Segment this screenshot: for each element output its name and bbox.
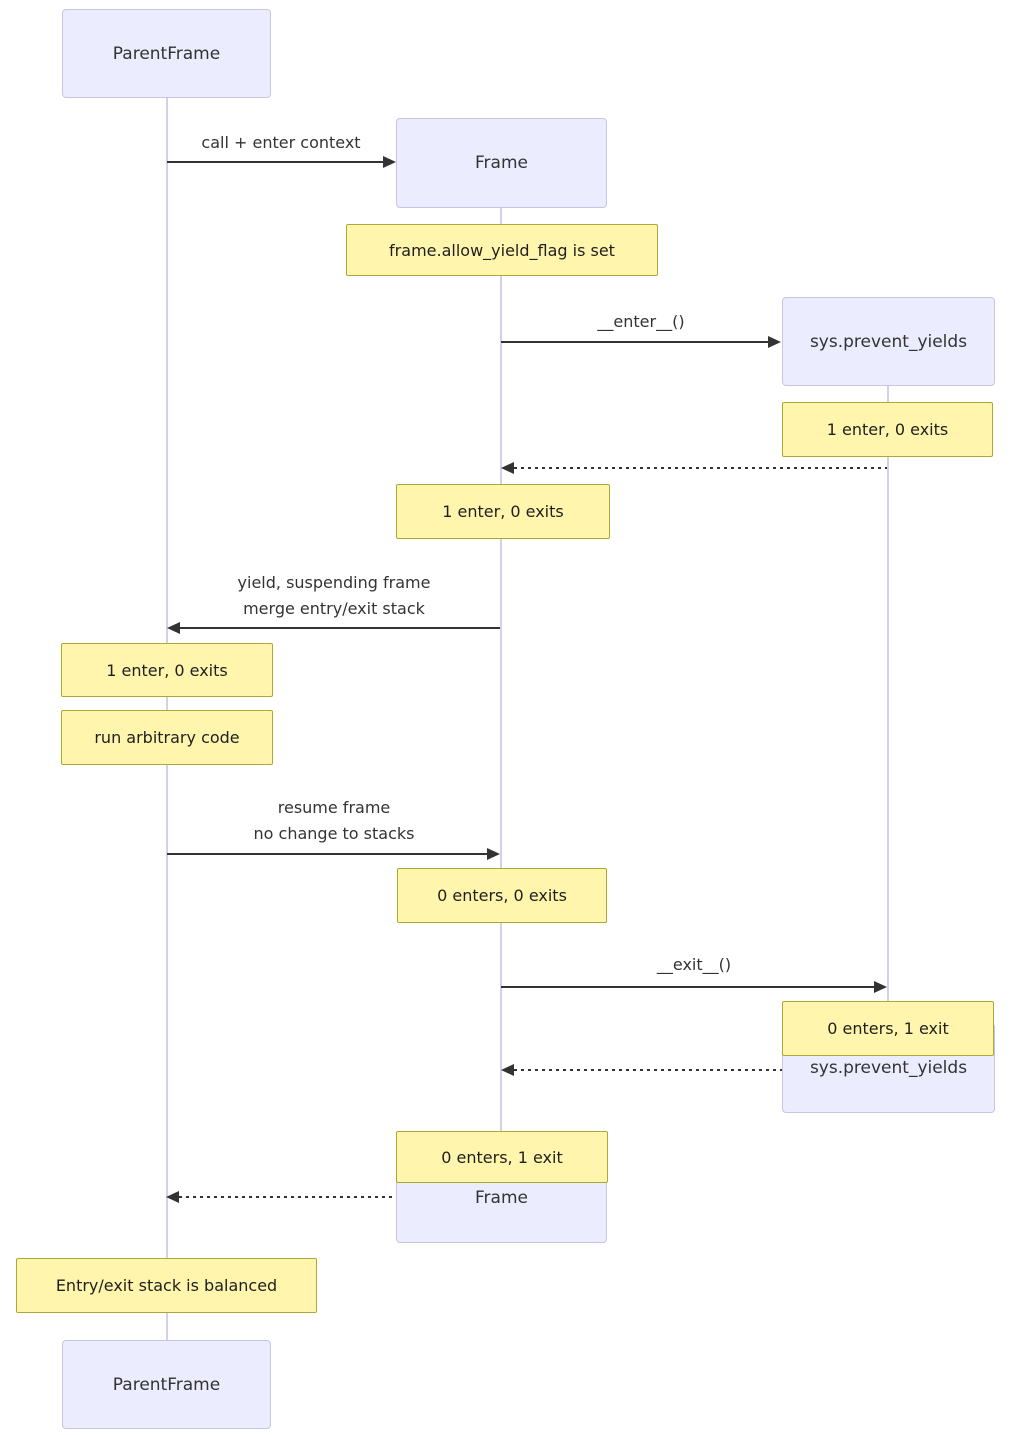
message-5-label-line1: resume frame xyxy=(277,798,391,817)
note-frame-0-enters-0-exits-text: 0 enters, 0 exits xyxy=(437,886,567,905)
message-4-label: yield, suspending frame merge entry/exit… xyxy=(238,570,431,622)
note-frame-0-enters-1-exit-text: 0 enters, 1 exit xyxy=(441,1147,563,1167)
participant-parentframe-bottom: ParentFrame xyxy=(62,1340,271,1429)
note-run-arbitrary-code: run arbitrary code xyxy=(61,710,273,765)
message-6-label: __exit__() xyxy=(656,955,732,974)
note-frame-1-enter-0-exits-text: 1 enter, 0 exits xyxy=(442,502,564,521)
participant-parentframe-bottom-label: ParentFrame xyxy=(112,1374,221,1395)
participant-sys-prevent-yields-top-label: sys.prevent_yields xyxy=(809,331,968,352)
message-3-line xyxy=(514,467,887,469)
lifeline-sys-prevent-yields xyxy=(887,386,889,1023)
message-1-arrowhead-icon xyxy=(383,156,396,168)
message-1-label: call + enter context xyxy=(201,133,361,152)
participant-parentframe-top-label: ParentFrame xyxy=(112,43,221,64)
participant-sys-prevent-yields-top: sys.prevent_yields xyxy=(782,297,995,386)
message-3-arrowhead-icon xyxy=(501,462,514,474)
note-frame-1-enter-0-exits: 1 enter, 0 exits xyxy=(396,484,610,539)
note-allow-yield-flag-text: frame.allow_yield_flag is set xyxy=(389,240,615,260)
participant-sys-prevent-yields-bottom-label: sys.prevent_yields xyxy=(809,1058,968,1078)
note-stack-balanced-text: Entry/exit stack is balanced xyxy=(55,1276,278,1295)
note-sys-0-enters-1-exit: 0 enters, 1 exit xyxy=(782,1001,994,1056)
message-8-arrowhead-icon xyxy=(166,1191,179,1203)
message-5-arrowhead-icon xyxy=(487,848,500,860)
lifeline-frame xyxy=(500,208,502,1153)
message-7-arrowhead-icon xyxy=(501,1064,514,1076)
message-4-label-line1: yield, suspending frame xyxy=(237,573,431,592)
participant-parentframe-top: ParentFrame xyxy=(62,9,271,98)
participant-frame-bottom-label: Frame xyxy=(475,1188,528,1208)
participant-frame-top-label: Frame xyxy=(475,153,528,173)
message-2-label: __enter__() xyxy=(597,312,685,331)
message-5-label: resume frame no change to stacks xyxy=(254,795,415,847)
message-4-label-line2: merge entry/exit stack xyxy=(243,599,425,618)
note-allow-yield-flag: frame.allow_yield_flag is set xyxy=(346,224,658,276)
note-frame-0-enters-1-exit: 0 enters, 1 exit xyxy=(396,1131,608,1183)
message-5-label-line2: no change to stacks xyxy=(253,824,415,843)
note-parent-1-enter-0-exits: 1 enter, 0 exits xyxy=(61,643,273,697)
message-6-line xyxy=(501,986,874,988)
message-4-arrowhead-icon xyxy=(167,622,180,634)
message-5-line xyxy=(167,853,487,855)
note-sys-1-enter-0-exits: 1 enter, 0 exits xyxy=(782,402,993,457)
note-stack-balanced: Entry/exit stack is balanced xyxy=(16,1258,317,1313)
message-2-line xyxy=(501,341,768,343)
message-4-line xyxy=(180,627,500,629)
note-sys-1-enter-0-exits-text: 1 enter, 0 exits xyxy=(826,420,949,439)
note-parent-1-enter-0-exits-text: 1 enter, 0 exits xyxy=(106,660,228,680)
message-6-arrowhead-icon xyxy=(874,981,887,993)
message-8-line xyxy=(179,1196,500,1198)
note-run-arbitrary-code-text: run arbitrary code xyxy=(94,728,240,747)
note-sys-0-enters-1-exit-text: 0 enters, 1 exit xyxy=(827,1019,949,1038)
message-2-arrowhead-icon xyxy=(768,336,781,348)
message-1-line xyxy=(167,161,384,163)
note-frame-0-enters-0-exits: 0 enters, 0 exits xyxy=(397,868,607,923)
message-7-line xyxy=(514,1069,887,1071)
participant-frame-top: Frame xyxy=(396,118,607,208)
